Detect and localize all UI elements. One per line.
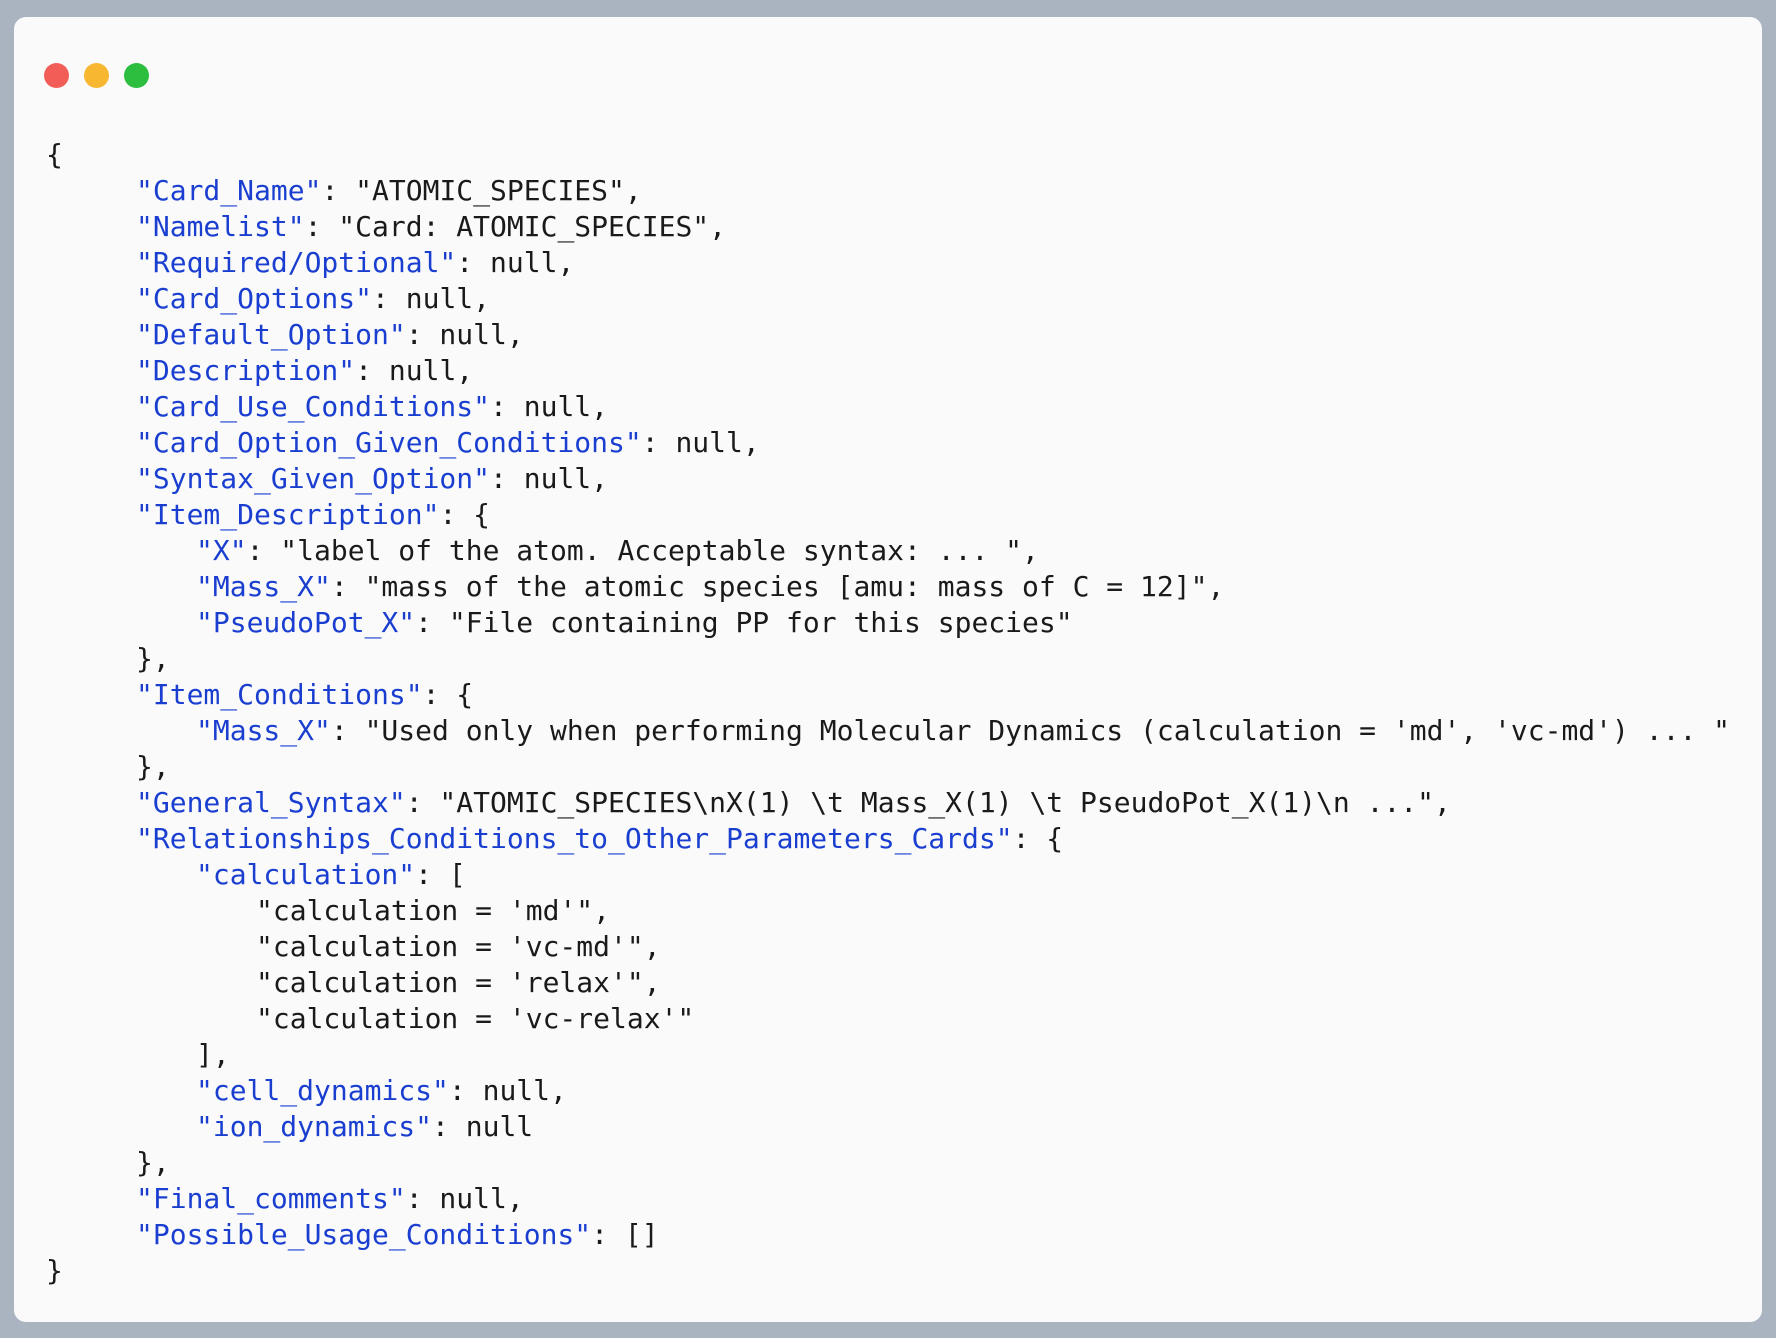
- window-controls: [44, 63, 149, 88]
- code-line: "Description": null,: [46, 353, 1730, 389]
- json-value: : "File containing PP for this species": [415, 606, 1073, 639]
- code-line: "Namelist": "Card: ATOMIC_SPECIES",: [46, 209, 1730, 245]
- code-line: "cell_dynamics": null,: [46, 1073, 1730, 1109]
- code-line: "Default_Option": null,: [46, 317, 1730, 353]
- code-line: "Card_Options": null,: [46, 281, 1730, 317]
- code-window: {"Card_Name": "ATOMIC_SPECIES","Namelist…: [14, 17, 1762, 1322]
- json-value: : null,: [405, 318, 524, 351]
- code-line: ],: [46, 1037, 1730, 1073]
- json-value: : "ATOMIC_SPECIES",: [321, 174, 642, 207]
- code-line: "Required/Optional": null,: [46, 245, 1730, 281]
- code-line: "X": "label of the atom. Acceptable synt…: [46, 533, 1730, 569]
- json-key: "Syntax_Given_Option": [136, 462, 491, 495]
- minimize-button[interactable]: [84, 63, 109, 88]
- json-value: "calculation = 'relax'",: [256, 966, 661, 999]
- code-line: "PseudoPot_X": "File containing PP for t…: [46, 605, 1730, 641]
- json-key: "General_Syntax": [136, 786, 406, 819]
- code-line: "calculation = 'md'",: [46, 893, 1730, 929]
- json-value: "calculation = 'md'",: [256, 894, 611, 927]
- code-line: "Relationships_Conditions_to_Other_Param…: [46, 821, 1730, 857]
- code-line: },: [46, 1145, 1730, 1181]
- json-key: "Item_Conditions": [136, 678, 423, 711]
- code-line: "Mass_X": "Used only when performing Mol…: [46, 713, 1730, 749]
- json-key: "Item_Description": [136, 498, 440, 531]
- json-value: ],: [196, 1038, 230, 1071]
- maximize-button[interactable]: [124, 63, 149, 88]
- code-line: "Syntax_Given_Option": null,: [46, 461, 1730, 497]
- json-value: : {: [422, 678, 474, 711]
- json-value: }: [46, 1254, 63, 1287]
- code-line: "ion_dynamics": null: [46, 1109, 1730, 1145]
- json-key: "PseudoPot_X": [196, 606, 416, 639]
- json-value: : {: [1012, 822, 1064, 855]
- json-value: : null,: [490, 462, 609, 495]
- code-line: "calculation = 'vc-relax'": [46, 1001, 1730, 1037]
- json-value: : "label of the atom. Acceptable syntax:…: [246, 534, 1039, 567]
- json-key: "X": [196, 534, 247, 567]
- json-value: },: [136, 642, 170, 675]
- json-value: : [: [415, 858, 466, 891]
- json-value: : []: [591, 1218, 659, 1251]
- code-line: "Card_Use_Conditions": null,: [46, 389, 1730, 425]
- json-key: "Mass_X": [196, 714, 331, 747]
- json-value: : "mass of the atomic species [amu: mass…: [330, 570, 1225, 603]
- json-value: : null,: [372, 282, 491, 315]
- json-value: : "Used only when performing Molecular D…: [330, 714, 1731, 747]
- code-line: {: [46, 137, 1730, 173]
- json-value: "calculation = 'vc-relax'": [256, 1002, 695, 1035]
- json-value: : null,: [641, 426, 760, 459]
- code-line: "Item_Description": {: [46, 497, 1730, 533]
- json-key: "Mass_X": [196, 570, 331, 603]
- json-value: : null: [432, 1110, 534, 1143]
- json-key: "ion_dynamics": [196, 1110, 433, 1143]
- json-key: "Required/Optional": [136, 246, 457, 279]
- code-line: },: [46, 641, 1730, 677]
- code-line: "Possible_Usage_Conditions": []: [46, 1217, 1730, 1253]
- json-value: {: [46, 138, 63, 171]
- json-key: "Final_comments": [136, 1182, 406, 1215]
- json-value: : null,: [456, 246, 575, 279]
- json-code-block: {"Card_Name": "ATOMIC_SPECIES","Namelist…: [46, 137, 1730, 1289]
- json-value: : null,: [405, 1182, 524, 1215]
- json-value: },: [136, 750, 170, 783]
- code-line: "General_Syntax": "ATOMIC_SPECIES\nX(1) …: [46, 785, 1730, 821]
- json-value: : "ATOMIC_SPECIES\nX(1) \t Mass_X(1) \t …: [405, 786, 1451, 819]
- code-line: "calculation = 'vc-md'",: [46, 929, 1730, 965]
- json-key: "Relationships_Conditions_to_Other_Param…: [136, 822, 1013, 855]
- json-key: "Description": [136, 354, 356, 387]
- code-line: "Item_Conditions": {: [46, 677, 1730, 713]
- json-key: "Card_Use_Conditions": [136, 390, 491, 423]
- code-line: }: [46, 1253, 1730, 1289]
- code-line: "Card_Name": "ATOMIC_SPECIES",: [46, 173, 1730, 209]
- code-line: "Card_Option_Given_Conditions": null,: [46, 425, 1730, 461]
- code-line: },: [46, 749, 1730, 785]
- code-line: "calculation = 'relax'",: [46, 965, 1730, 1001]
- json-key: "Card_Option_Given_Conditions": [136, 426, 642, 459]
- json-value: : null,: [355, 354, 474, 387]
- json-key: "Namelist": [136, 210, 305, 243]
- json-key: "Possible_Usage_Conditions": [136, 1218, 592, 1251]
- code-line: "Mass_X": "mass of the atomic species [a…: [46, 569, 1730, 605]
- json-value: : "Card: ATOMIC_SPECIES",: [304, 210, 727, 243]
- json-key: "Default_Option": [136, 318, 406, 351]
- json-value: },: [136, 1146, 170, 1179]
- json-value: "calculation = 'vc-md'",: [256, 930, 661, 963]
- json-value: : null,: [490, 390, 609, 423]
- code-line: "calculation": [: [46, 857, 1730, 893]
- json-key: "calculation": [196, 858, 416, 891]
- json-key: "cell_dynamics": [196, 1074, 449, 1107]
- json-value: : null,: [448, 1074, 567, 1107]
- json-value: : {: [439, 498, 491, 531]
- json-key: "Card_Name": [136, 174, 322, 207]
- json-key: "Card_Options": [136, 282, 373, 315]
- code-line: "Final_comments": null,: [46, 1181, 1730, 1217]
- close-button[interactable]: [44, 63, 69, 88]
